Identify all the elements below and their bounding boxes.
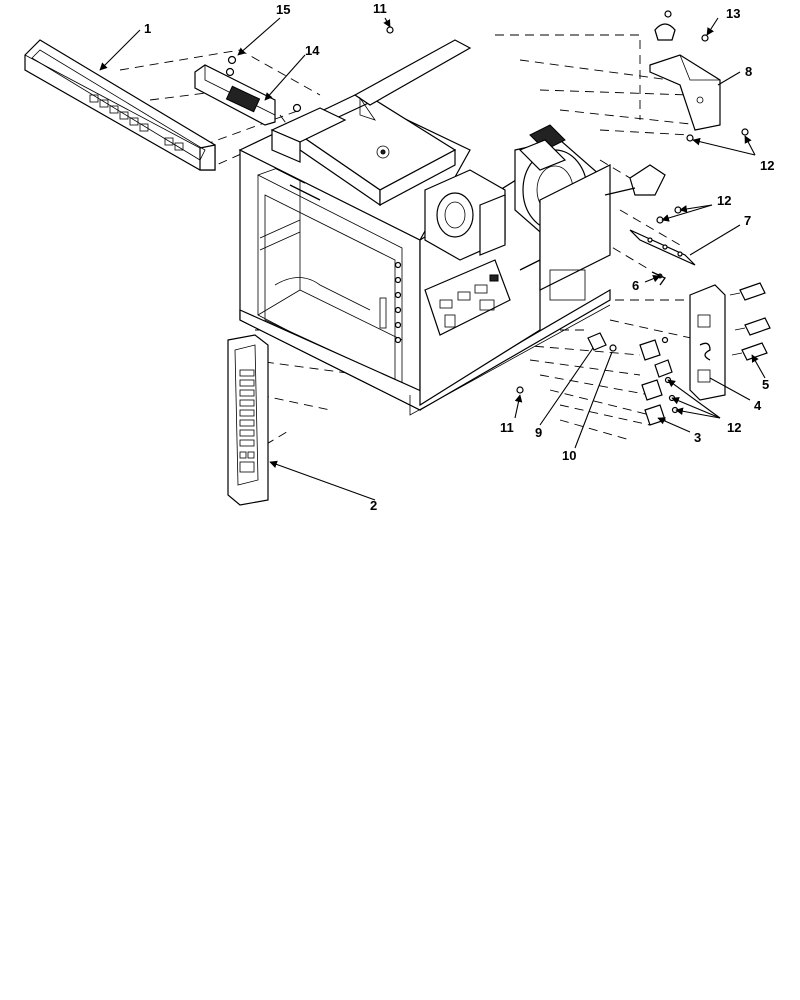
- switch-bracket-part-4: [689, 284, 726, 401]
- transformer-assembly: [424, 169, 506, 261]
- screw-part-11-top: [386, 26, 394, 34]
- callout-5: 5: [762, 377, 769, 392]
- callout-7: 7: [744, 213, 751, 228]
- callout-15: 15: [276, 2, 290, 17]
- cabinet-side-screws: [379, 261, 402, 344]
- screw-part-15: [225, 55, 302, 113]
- clamp-part-13: [654, 10, 709, 42]
- callout-12-bottom: 12: [727, 420, 741, 435]
- callout-3: 3: [694, 430, 701, 445]
- callout-2: 2: [370, 498, 377, 513]
- control-panel-bar: [24, 39, 216, 171]
- screw-part-10: [609, 344, 617, 352]
- right-side-plate: [519, 164, 611, 301]
- power-plug: [604, 164, 666, 196]
- interlock-switches-part-5: [729, 282, 771, 361]
- callout-labels: 1 2 3 4 5 6 7 8 9 10 11 11 12 12 12 13 1…: [144, 1, 774, 513]
- callout-4: 4: [754, 398, 762, 413]
- callout-1: 1: [144, 21, 151, 36]
- bracket-part-7: [629, 229, 696, 266]
- control-circuit-board: [424, 259, 511, 336]
- latch-parts-part-3: [639, 336, 679, 426]
- side-control-panel: [227, 334, 269, 506]
- part-9: [587, 332, 607, 351]
- bracket-part-8: [649, 54, 721, 131]
- callout-8: 8: [745, 64, 752, 79]
- callout-11-top: 11: [373, 1, 387, 16]
- display-bracket: [194, 64, 276, 126]
- control-panel-buttons: [89, 94, 184, 151]
- callout-6: 6: [632, 278, 639, 293]
- callout-11-bottom: 11: [500, 420, 514, 435]
- callout-10: 10: [562, 448, 576, 463]
- leader-lines: [99, 17, 766, 501]
- callout-14: 14: [305, 43, 320, 58]
- callout-13: 13: [726, 6, 740, 21]
- callout-12-mid: 12: [717, 193, 731, 208]
- callout-9: 9: [535, 425, 542, 440]
- screw-part-11-bottom: [516, 386, 524, 394]
- side-panel-keypad: [239, 369, 255, 473]
- screw-part-12-top: [686, 128, 749, 142]
- callout-12-top: 12: [760, 158, 774, 173]
